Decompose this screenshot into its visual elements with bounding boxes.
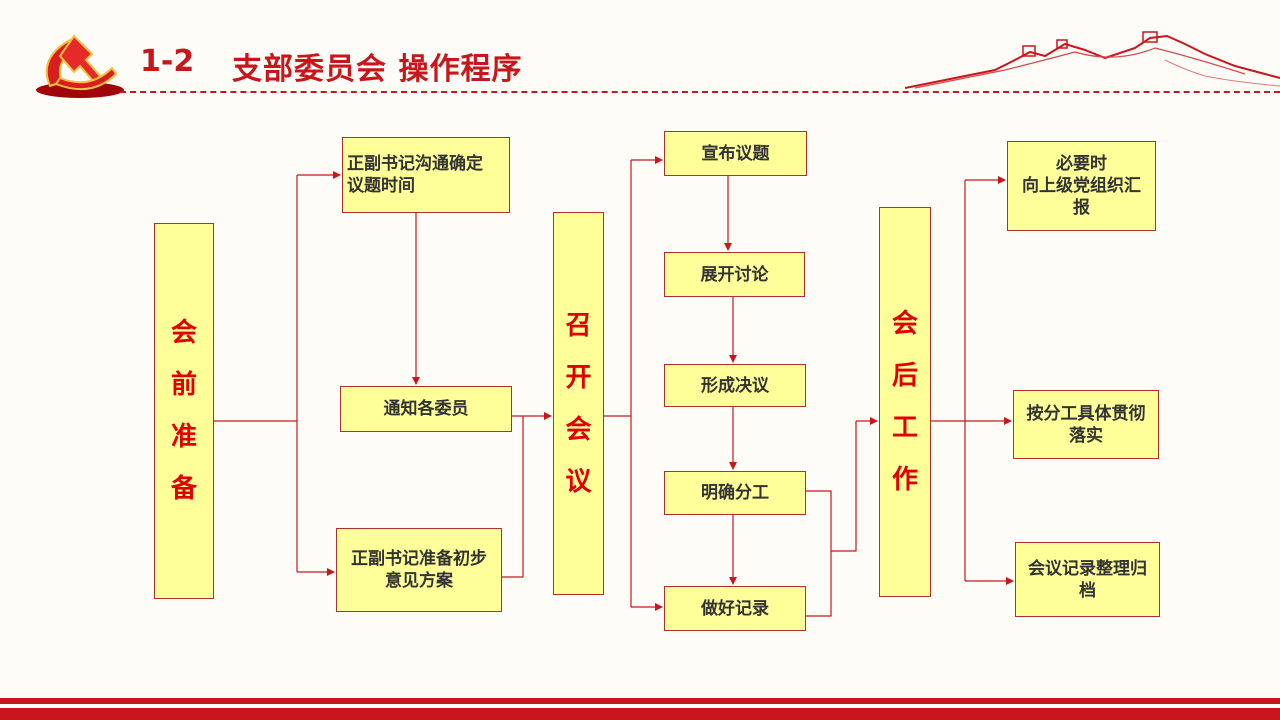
stage-char: 后 (891, 361, 918, 391)
header-divider (120, 91, 1280, 93)
section-number: 1-2 (140, 44, 195, 79)
stage-char: 会 (170, 318, 197, 348)
footer-bar (0, 708, 1280, 720)
stage-char: 开 (565, 362, 592, 393)
stage-char: 工 (891, 413, 918, 443)
stage-char: 会 (565, 414, 592, 445)
stage-char: 会 (891, 309, 918, 339)
step-resolution: 形成决议 (664, 364, 806, 407)
stage-char: 备 (170, 474, 197, 504)
party-emblem-icon (36, 34, 124, 98)
step-archive-minutes: 会议记录整理归 档 (1015, 542, 1160, 617)
footer-stripe (0, 698, 1280, 704)
stage-char: 前 (170, 370, 197, 400)
step-notify-members: 通知各委员 (340, 386, 512, 432)
step-assign-tasks: 明确分工 (664, 471, 806, 515)
stage-hold-meeting: 召 开 会 议 (553, 212, 604, 595)
great-wall-icon (905, 31, 1280, 89)
stage-char: 议 (565, 466, 592, 497)
step-implement-tasks: 按分工具体贯彻 落实 (1013, 390, 1159, 459)
stage-post-meeting: 会 后 工 作 (879, 207, 931, 597)
step-take-minutes: 做好记录 (664, 586, 806, 631)
step-announce-agenda: 宣布议题 (664, 131, 807, 176)
stage-char: 准 (170, 422, 197, 452)
stage-meeting-preparation: 会 前 准 备 (154, 223, 214, 599)
page-title: 支部委员会 操作程序 (232, 52, 523, 87)
step-report-upward: 必要时 向上级党组织汇 报 (1007, 141, 1156, 231)
step-draft-proposal: 正副书记准备初步 意见方案 (336, 528, 502, 612)
step-communicate-agenda: 正副书记沟通确定 议题时间 (342, 137, 510, 213)
stage-char: 召 (565, 310, 592, 341)
step-discussion: 展开讨论 (664, 252, 805, 297)
stage-char: 作 (891, 465, 918, 495)
